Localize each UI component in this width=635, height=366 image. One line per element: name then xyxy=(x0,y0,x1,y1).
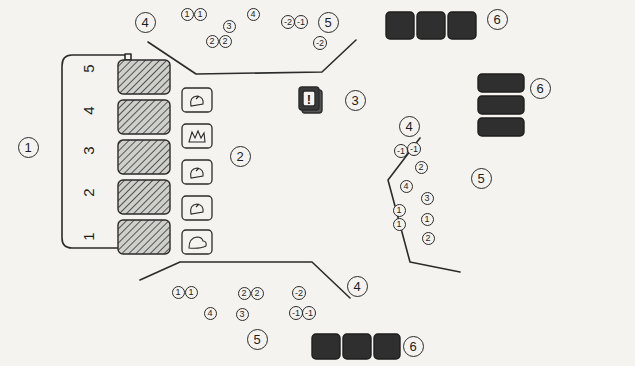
token-value: 1 xyxy=(175,288,180,297)
token-value: 1 xyxy=(184,10,189,19)
token-value: -2 xyxy=(316,39,324,48)
token-value: 1 xyxy=(396,206,401,215)
token-value: 4 xyxy=(403,182,408,191)
token-value: 2 xyxy=(425,234,430,243)
callout-number: 4 xyxy=(347,276,368,297)
score-token: 2 xyxy=(422,232,435,245)
score-token: 1 xyxy=(421,213,434,226)
score-token: 1 xyxy=(185,286,198,299)
score-token: 3 xyxy=(421,192,434,205)
callout-number: 2 xyxy=(230,146,251,167)
row-number: 1 xyxy=(81,232,96,240)
token-value: 4 xyxy=(207,309,212,318)
row-number: 5 xyxy=(81,64,96,72)
row-number: 4 xyxy=(81,106,96,114)
token-value: 3 xyxy=(239,310,244,319)
callout-number: 1 xyxy=(18,137,39,158)
callout-number: 6 xyxy=(487,9,508,30)
callout-number: 6 xyxy=(530,78,551,99)
score-token: -2 xyxy=(292,286,306,300)
token-value: -2 xyxy=(284,18,292,27)
score-token: 3 xyxy=(236,308,249,321)
token-value: 4 xyxy=(250,10,255,19)
score-token: 2 xyxy=(206,35,219,48)
callout-number: 5 xyxy=(318,12,339,33)
score-token: 2 xyxy=(238,287,251,300)
callout-number: 5 xyxy=(471,168,492,189)
score-token: -1 xyxy=(394,144,408,158)
token-value: 1 xyxy=(424,215,429,224)
callout-number: 4 xyxy=(399,116,420,137)
score-token: -2 xyxy=(281,15,295,29)
score-token: 4 xyxy=(400,180,413,193)
token-value: 1 xyxy=(396,220,401,229)
score-token: 4 xyxy=(204,307,217,320)
token-value: -2 xyxy=(295,289,303,298)
score-token: 1 xyxy=(181,8,194,21)
score-token: 1 xyxy=(393,204,406,217)
token-value: 2 xyxy=(209,37,214,46)
score-token: -1 xyxy=(407,142,421,156)
score-token: 2 xyxy=(251,287,264,300)
token-value: 2 xyxy=(254,289,259,298)
callout-number: 4 xyxy=(135,12,156,33)
score-token: 1 xyxy=(393,218,406,231)
token-value: -1 xyxy=(297,18,305,27)
token-value: 1 xyxy=(197,10,202,19)
score-token: 4 xyxy=(247,8,260,21)
callout-number: 6 xyxy=(403,336,424,357)
row-number: 3 xyxy=(81,146,96,154)
token-value: 1 xyxy=(188,288,193,297)
score-token: -2 xyxy=(313,36,327,50)
callout-number: 3 xyxy=(345,90,366,111)
token-value: 2 xyxy=(222,37,227,46)
score-token: -1 xyxy=(294,15,308,29)
score-token: -1 xyxy=(289,306,303,320)
score-token: 3 xyxy=(223,20,236,33)
card-symbol: ! xyxy=(307,93,311,106)
token-value: -1 xyxy=(305,309,313,318)
token-value: -1 xyxy=(292,309,300,318)
score-token: 1 xyxy=(194,8,207,21)
score-token: 1 xyxy=(172,286,185,299)
token-value: 2 xyxy=(241,289,246,298)
callout-number: 5 xyxy=(247,329,268,350)
score-token: -1 xyxy=(302,306,316,320)
token-value: 3 xyxy=(226,22,231,31)
token-value: -1 xyxy=(397,147,405,156)
token-value: -1 xyxy=(410,145,418,154)
score-token: 2 xyxy=(219,35,232,48)
row-number: 2 xyxy=(81,188,96,196)
token-value: 2 xyxy=(418,163,423,172)
score-token: 2 xyxy=(415,161,428,174)
token-value: 3 xyxy=(424,194,429,203)
